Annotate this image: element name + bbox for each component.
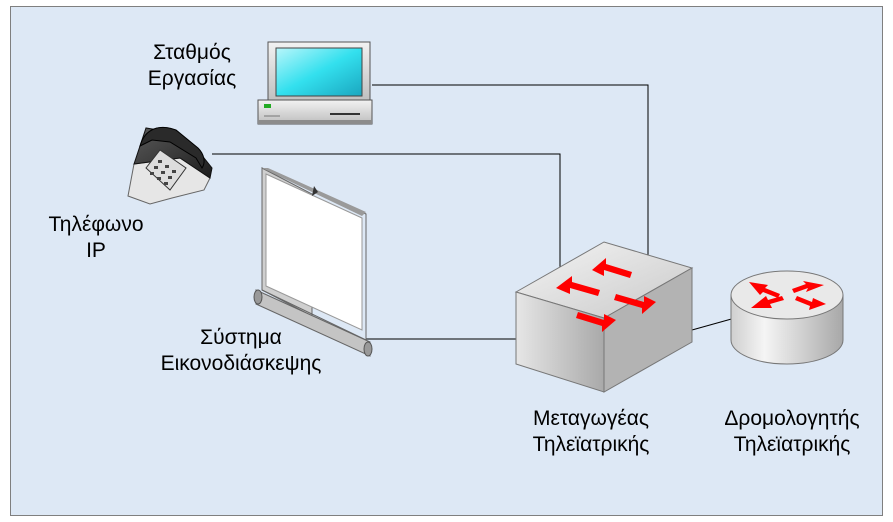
router-arrows-icon [749,281,826,310]
phone-label-line2: IP [86,239,106,262]
switch-icon [514,241,694,393]
phone-label: Τηλέφωνο IP [36,212,156,264]
diagram-frame [10,6,883,516]
videoconf-label-line2: Εικονοδιάσκεψης [160,352,322,375]
link-phone-switch [212,153,561,288]
videoconf-label: Σύστημα Εικονοδιάσκεψης [126,325,356,377]
link-workstation-switch [372,84,649,258]
switch-label-line2: Τηλεϊατρικής [532,433,650,456]
router-label-line2: Τηλεϊατρικής [733,433,851,456]
workstation-label-line2: Εργασίας [147,67,237,90]
router-label-line1: Δρομολογητής [724,407,860,430]
router-icon [730,270,844,365]
videoconference-screen-icon [253,167,373,357]
switch-label: Μεταγωγέας Τηλεϊατρικής [506,406,676,458]
switch-label-line1: Μεταγωγέας [532,407,649,430]
workstation-label: Σταθμός Εργασίας [132,40,252,92]
link-switch-router [691,317,736,331]
switch-arrows-icon [556,258,656,332]
phone-label-line1: Τηλέφωνο [48,213,144,236]
router-label: Δρομολογητής Τηλεϊατρικής [702,406,882,458]
workstation-label-line1: Σταθμός [153,41,231,64]
videoconf-label-line1: Σύστημα [200,326,282,349]
workstation-icon [257,41,373,125]
ip-phone-icon [127,126,213,205]
